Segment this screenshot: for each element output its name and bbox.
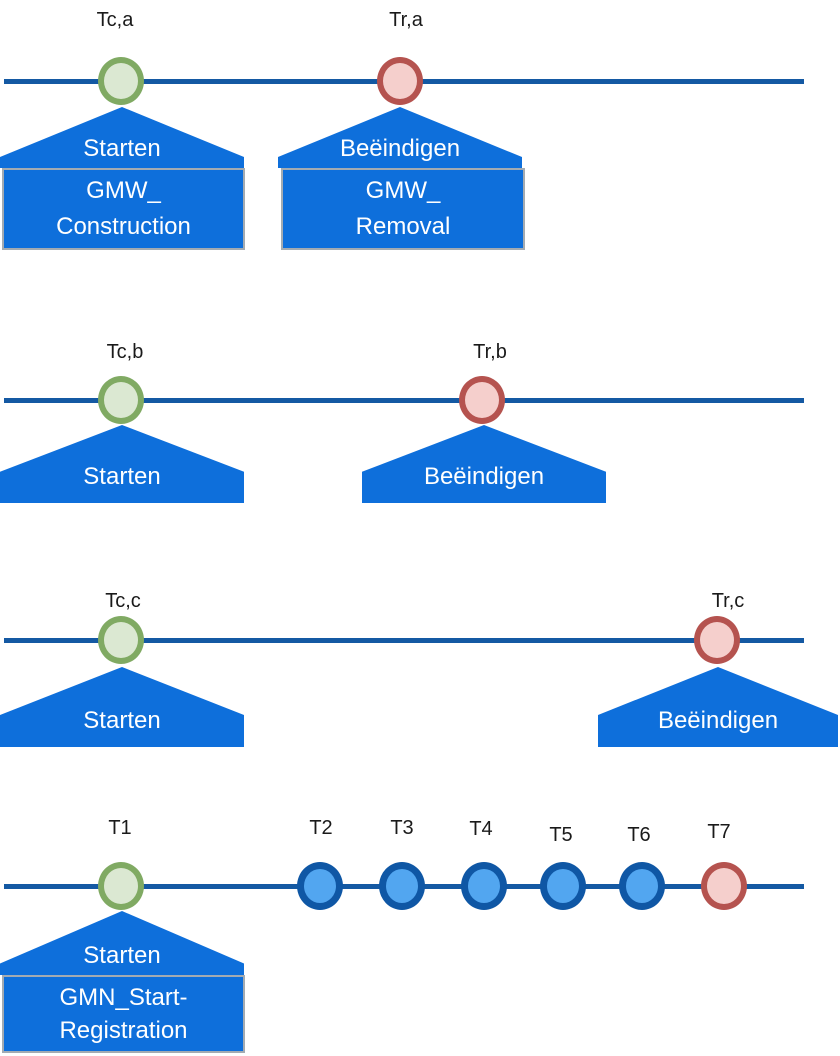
event-flag: Beëindigen [598,667,838,747]
event-flag: Beëindigen [362,425,606,503]
event-flag: Starten [0,667,244,747]
info-box-line: Construction [56,213,191,240]
event-node-red [701,862,747,910]
event-node-blue [297,862,343,910]
timeline-line [4,638,804,643]
event-time-label: T7 [707,821,731,843]
event-time-label: T4 [469,818,493,840]
event-node-red [694,616,740,664]
event-flag: Starten [0,107,244,168]
event-time-label: Tr,b [473,341,507,363]
event-info-box: GMN_Start- Registration [2,975,245,1053]
event-node-green [98,57,144,105]
event-info-box: GMW_ Construction [2,168,245,250]
info-box-line: Registration [59,1017,188,1044]
flag-label: Beëindigen [339,135,461,162]
info-box-line: Removal [355,213,451,240]
event-time-label: T2 [309,817,333,839]
flag-label: Starten [83,463,161,490]
flag-label: Starten [83,707,161,734]
event-node-green [98,616,144,664]
event-time-label: T1 [108,817,132,839]
event-node-blue [619,862,665,910]
flag-label: Beëindigen [423,463,545,490]
event-time-label: T3 [390,817,414,839]
event-time-label: Tr,a [389,9,423,31]
flag-label: Starten [83,942,161,969]
timeline-line [4,398,804,403]
info-box-line: GMN_Start- [59,984,188,1011]
event-node-red [459,376,505,424]
event-time-label: Tc,c [105,590,141,612]
event-flag: Starten [0,911,244,975]
event-node-red [377,57,423,105]
info-box-line: GMW_ [365,177,441,204]
event-node-blue [540,862,586,910]
event-node-blue [379,862,425,910]
event-time-label: Tc,b [106,341,144,363]
event-time-label: T5 [549,824,573,846]
event-node-green [98,862,144,910]
event-time-label: Tc,a [96,9,134,31]
event-time-label: Tr,c [711,590,745,612]
flag-label: Starten [83,135,161,162]
event-node-green [98,376,144,424]
event-flag: Starten [0,425,244,503]
event-node-blue [461,862,507,910]
event-flag: Beëindigen [278,107,522,168]
info-box-line: GMW_ [86,177,161,204]
event-info-box: GMW_ Removal [281,168,525,250]
event-time-label: T6 [627,824,651,846]
flag-label: Beëindigen [657,707,779,734]
